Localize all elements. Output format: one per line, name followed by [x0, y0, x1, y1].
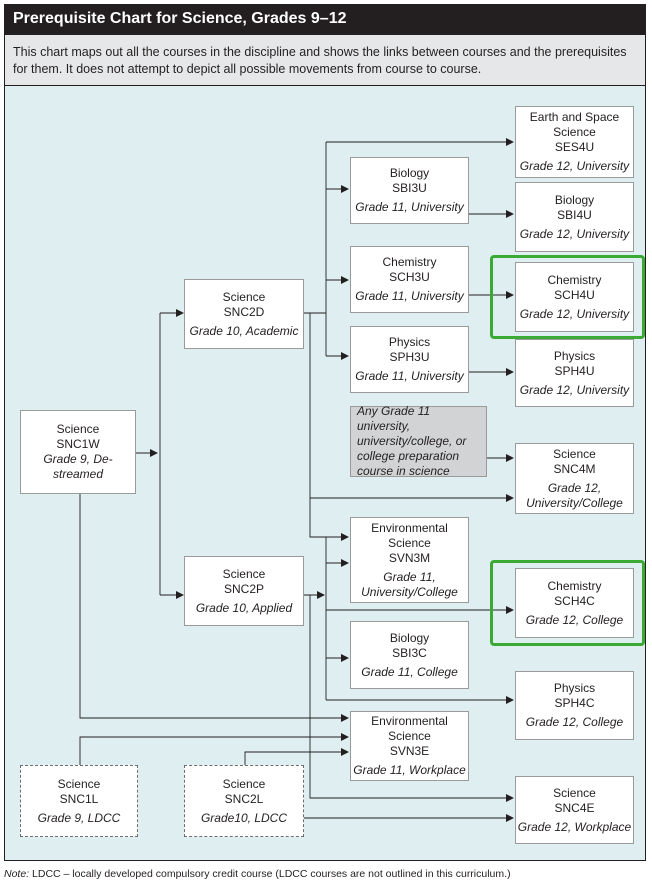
course-sbi3c: Biology SBI3C Grade 11, College: [350, 621, 469, 689]
course-code: SCH4U: [554, 287, 595, 302]
edge-snc2l-svn3e: [244, 748, 349, 765]
course-grade: Grade 9, De-streamed: [43, 452, 113, 481]
course-name: Biology: [389, 166, 430, 180]
chart-description: This chart maps out all the courses in t…: [4, 34, 646, 86]
course-code: SBI3U: [392, 181, 427, 195]
course-sbi3u: Biology SBI3U Grade 11, University: [350, 157, 469, 224]
course-snc1w: Science SNC1W Grade 9, De-streamed: [20, 410, 136, 494]
course-grade: Grade 10, Academic: [189, 323, 299, 338]
course-code: SNC2P: [223, 581, 264, 596]
course-name: Biology: [554, 192, 595, 207]
course-snc4e: Science SNC4E Grade 12, Workplace: [515, 776, 634, 844]
course-code: SNC4E: [554, 800, 595, 815]
course-ses4u: Earth and Space Science SES4U Grade 12, …: [515, 106, 634, 178]
course-grade: Grade 11, Workplace: [353, 763, 466, 777]
course-grade: Grade 12, University/College: [526, 480, 623, 510]
edge-snc1l-svn3e: [79, 733, 349, 765]
course-sph4u: Physics SPH4U Grade 12, University: [515, 339, 634, 407]
course-grade: Grade 12, University: [519, 226, 630, 241]
course-code: SNC1L: [59, 791, 99, 806]
course-svn3e: Environmental Science SVN3E Grade 11, Wo…: [350, 711, 469, 781]
course-svn3m: Environmental Science SVN3M Grade 11, Un…: [350, 517, 469, 603]
highlight-sch4c: [490, 560, 645, 646]
course-name: Biology: [389, 630, 430, 645]
course-grade: Grade 10, Applied: [195, 600, 293, 615]
footnote: Note: LDCC – locally developed compulsor…: [4, 868, 511, 880]
course-grade: Grade 11, University: [355, 200, 464, 214]
course-code: SBI3C: [392, 645, 427, 660]
course-name: Chemistry: [547, 578, 602, 593]
course-grade: Grade 12, University: [519, 306, 630, 321]
course-name: Environmental Science: [371, 714, 448, 743]
footnote-text: LDCC – locally developed compulsory cred…: [29, 868, 511, 880]
course-snc2p: Science SNC2P Grade 10, Applied: [184, 556, 304, 626]
footnote-label: Note:: [4, 868, 30, 880]
course-code: SNC4M: [553, 461, 596, 476]
course-code: SNC1W: [56, 437, 100, 451]
course-name: Earth and Space Science: [529, 110, 620, 139]
chart-title: Prerequisite Chart for Science, Grades 9…: [4, 4, 646, 34]
course-sph4c: Physics SPH4C Grade 12, College: [515, 671, 634, 740]
course-snc2d: Science SNC2D Grade 10, Academic: [184, 279, 304, 349]
course-name: Physics: [553, 348, 596, 363]
course-code: SCH4C: [554, 593, 595, 608]
course-name: Science: [57, 776, 101, 791]
course-sph3u: Physics SPH3U Grade 11, University: [350, 326, 469, 393]
course-code: SCH3U: [389, 270, 430, 284]
course-sbi4u: Biology SBI4U Grade 12, University: [515, 182, 634, 252]
course-name: Science: [56, 422, 100, 436]
course-name: Physics: [388, 335, 431, 349]
any-grade11-course-text: Any Grade 11 university, university/coll…: [357, 404, 467, 478]
course-name: Chemistry: [547, 272, 602, 287]
course-snc2l: Science SNC2L Grade10, LDCC: [184, 765, 304, 837]
course-code: SES4U: [554, 140, 595, 154]
course-grade: Grade10, LDCC: [200, 810, 288, 825]
course-name: Physics: [553, 681, 596, 695]
course-code: SPH4C: [554, 696, 595, 710]
course-grade: Grade 12, University: [519, 382, 630, 397]
course-name: Science: [222, 289, 266, 304]
course-grade: Grade 12, Workplace: [517, 819, 632, 834]
course-sch4u: Chemistry SCH4U Grade 12, University: [515, 262, 634, 332]
course-code: SVN3E: [389, 744, 430, 758]
course-grade: Grade 11, College: [361, 664, 458, 679]
course-grade: Grade 12, College: [525, 612, 624, 627]
course-code: SPH4U: [554, 363, 595, 378]
course-code: SPH3U: [389, 350, 430, 364]
course-snc1l: Science SNC1L Grade 9, LDCC: [20, 765, 138, 837]
course-code: SVN3M: [388, 550, 431, 565]
edge-snc1w-svn3e: [79, 494, 349, 722]
course-name: Science: [222, 566, 266, 581]
course-grade: Grade 11, University: [355, 289, 464, 303]
course-grade: Grade 12, College: [525, 715, 624, 729]
course-snc4m: Science SNC4M Grade 12, University/Colle…: [515, 443, 634, 514]
course-name: Science: [553, 446, 596, 461]
course-name: Environmental Science: [371, 520, 448, 550]
course-name: Science: [553, 785, 596, 800]
course-grade: Grade 11, University: [355, 369, 464, 383]
course-sch3u: Chemistry SCH3U Grade 11, University: [350, 246, 469, 313]
edge-snc2p-snc4e: [309, 595, 514, 802]
course-name: Chemistry: [382, 255, 437, 269]
course-grade: Grade 11, University/College: [361, 569, 458, 599]
course-name: Science: [222, 776, 266, 791]
course-grade: Grade 12, University: [519, 159, 630, 173]
course-code: SNC2L: [224, 791, 264, 806]
any-grade11-course-note: Any Grade 11 university, university/coll…: [350, 404, 487, 478]
highlight-sch4u: [490, 255, 645, 339]
course-grade: Grade 9, LDCC: [37, 810, 121, 825]
course-code: SBI4U: [557, 207, 592, 222]
edge-snc2d-svn3m: [309, 498, 349, 541]
course-sch4c: Chemistry SCH4C Grade 12, College: [515, 568, 634, 638]
course-code: SNC2D: [223, 304, 265, 319]
